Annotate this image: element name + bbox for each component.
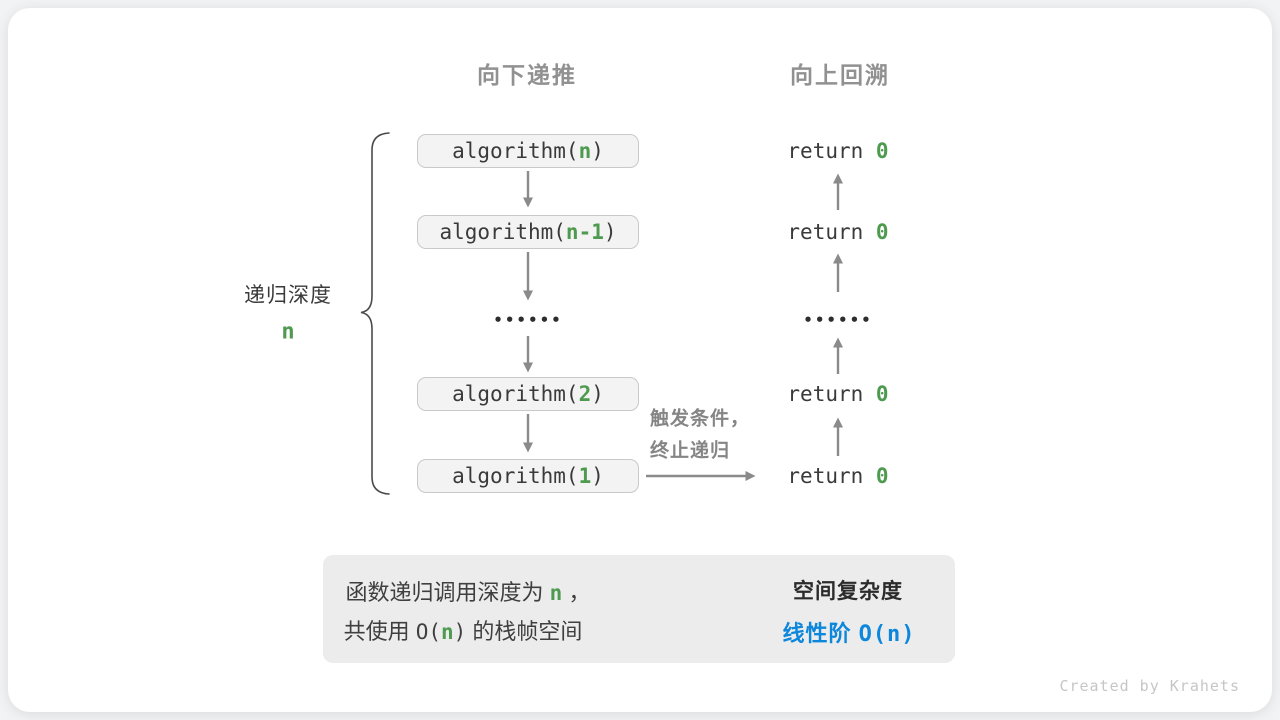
summary-panel bbox=[323, 555, 955, 663]
summary-right-result: 线性阶 O(n) bbox=[782, 621, 916, 647]
depth-label: 递归深度 bbox=[244, 284, 332, 307]
trigger-note-line2: 终止递归 bbox=[650, 440, 731, 462]
call-box-1: algorithm(1) bbox=[417, 459, 639, 493]
ellipsis-right: •••••• bbox=[803, 311, 873, 329]
return-statement: return 0 bbox=[787, 220, 889, 244]
trigger-note-line1: 触发条件， bbox=[650, 408, 751, 430]
summary-right-title: 空间复杂度 bbox=[793, 580, 903, 603]
return-statement: return 0 bbox=[787, 139, 889, 163]
return-statement: return 0 bbox=[787, 382, 889, 406]
depth-value: n bbox=[281, 319, 295, 345]
call-box-n-1: algorithm(n-1) bbox=[417, 215, 639, 249]
ellipsis-left: •••••• bbox=[493, 311, 563, 329]
credit-text: Created by Krahets bbox=[1059, 677, 1240, 695]
call-code: algorithm(2) bbox=[452, 382, 604, 406]
header-backtrack: 向上回溯 bbox=[790, 62, 890, 88]
summary-left-line1: 函数递归调用深度为 n ， bbox=[345, 580, 591, 605]
call-code: algorithm(1) bbox=[452, 464, 604, 488]
call-code: algorithm(n-1) bbox=[439, 220, 617, 244]
summary-left-line2: 共使用 O(n) 的栈帧空间 bbox=[343, 619, 583, 644]
header-descend: 向下递推 bbox=[477, 62, 577, 88]
call-box-n: algorithm(n) bbox=[417, 134, 639, 168]
call-box-2: algorithm(2) bbox=[417, 377, 639, 411]
call-code: algorithm(n) bbox=[452, 139, 604, 163]
return-statement: return 0 bbox=[787, 464, 889, 488]
